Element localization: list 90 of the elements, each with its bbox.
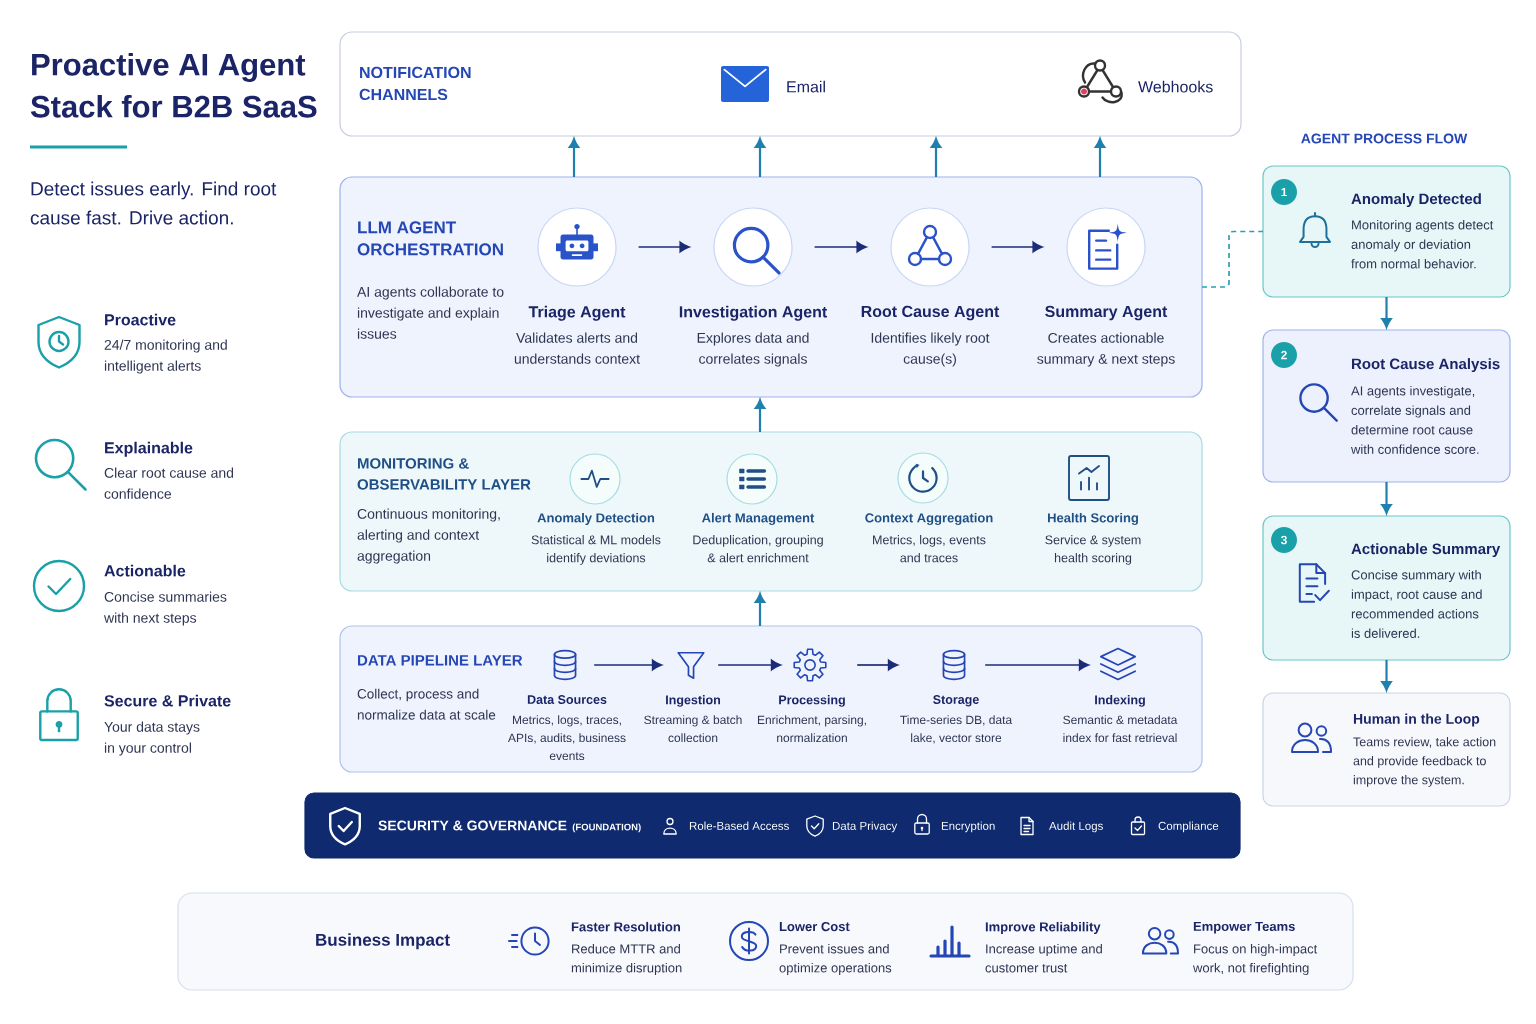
arrow (856, 659, 899, 671)
agent-description: Explores data and correlates signals (697, 332, 809, 367)
agent-name: Triage Agent (528, 305, 626, 321)
stage-name: Data Sources (527, 695, 607, 704)
agent-name: Investigation Agent (679, 305, 828, 321)
feature-description: Your data stays in your control (104, 721, 200, 756)
component-description: Statistical & ML models identify deviations (531, 535, 661, 565)
panel-heading: DATA PIPELINE LAYER (358, 655, 523, 666)
feature-description: Concise summaries with next steps (104, 591, 227, 626)
security-feature: Compliance (1158, 821, 1219, 833)
feature-description: Clear root cause and confidence (104, 467, 234, 499)
agent-name: Summary Agent (1045, 305, 1168, 321)
stage-description: Semantic & metadata index for fast retrieval (1063, 715, 1178, 743)
step-heading: Actionable Summary (1351, 543, 1501, 558)
arrow (754, 138, 766, 177)
stage-name: Processing (779, 695, 845, 707)
agent-description: Validates alerts and understands context (514, 332, 640, 364)
security-feature: Encryption (941, 821, 995, 833)
panel-description: Collect, process and normalize data at scale (357, 688, 496, 720)
arrow (568, 138, 580, 177)
arrow (717, 659, 782, 671)
benefit-description: Increase uptime and customer trust (985, 943, 1102, 973)
feature-heading: Explainable (105, 441, 193, 457)
stage-name: Indexing (1095, 695, 1145, 707)
arrow (990, 241, 1043, 253)
component-name: Health Scoring (1048, 512, 1138, 526)
dashed-line (1201, 230, 1264, 288)
stage-description: Enrichment, parsing, normalization (757, 715, 866, 743)
arrow (1094, 138, 1106, 177)
arrow (984, 659, 1090, 671)
security-heading: SECURITY & GOVERNANCE (378, 820, 567, 831)
step-description: Concise summary with impact, root cause and recommended actions is delivered. (1351, 569, 1482, 638)
security-feature: Audit Logs (1049, 821, 1103, 833)
benefit-heading: Faster Resolution (571, 921, 680, 932)
arrow (1381, 482, 1392, 514)
benefit-description: Reduce MTTR and minimize disruption (571, 943, 682, 976)
arrow (1381, 297, 1392, 328)
arrow (1381, 660, 1392, 691)
feature-heading: Secure & Private (104, 694, 231, 707)
step-heading: Anomaly Detected (1351, 193, 1481, 208)
impact-heading: Business Impact (316, 933, 450, 950)
benefit-description: Prevent issues and optimize operations (779, 943, 892, 976)
stage-description: Time-series DB, data lake, vector store (900, 715, 1013, 744)
arrow (754, 399, 766, 432)
arrow (754, 593, 766, 626)
panel-description: AI agents collaborate to investigate and explain issues (357, 286, 504, 339)
step-heading: Human in the Loop (1353, 713, 1480, 727)
page-title: Proactive AI Agent Stack for B2B SaaS (30, 52, 317, 118)
component-name: Alert Management (702, 512, 815, 526)
feature-description: 24/7 monitoring and intelligent alerts (104, 339, 227, 374)
panel-description: Continuous monitoring, alerting and context aggregation (357, 508, 500, 564)
step-heading: Root Cause Analysis (1352, 358, 1500, 373)
number-badge: 2 (1271, 342, 1297, 368)
benefit-heading: Improve Reliability (985, 921, 1101, 935)
stage-name: Storage (933, 695, 979, 707)
benefit-description: Focus on high-impact work, not firefighting (1193, 943, 1318, 976)
stage-description: Metrics, logs, traces, APIs, audits, business events (508, 715, 626, 761)
security-feature: Data Privacy (832, 821, 898, 833)
security-feature: Role-Based Access (689, 821, 789, 830)
feature-heading: Actionable (104, 564, 186, 577)
component-name: Anomaly Detection (537, 512, 655, 526)
channel-name: Webhooks (1138, 80, 1213, 93)
panel-heading: LLM AGENT ORCHESTRATION (357, 221, 503, 256)
step-description: Monitoring agents detect anomaly or deviation from normal behavior. (1351, 219, 1494, 269)
channel-name: Email (787, 80, 825, 93)
panel-heading: MONITORING & OBSERVABILITY LAYER (357, 458, 531, 490)
flow-heading: AGENT PROCESS FLOW (1301, 133, 1468, 144)
agent-description: Creates actionable summary & next steps (1037, 332, 1175, 367)
heading-note: (FOUNDATION) (572, 823, 641, 833)
stage-name: Ingestion (666, 695, 720, 707)
panel-heading: NOTIFICATION CHANNELS (359, 66, 471, 101)
arrow (593, 659, 663, 671)
component-name: Context Aggregation (865, 512, 993, 526)
stage-description: Streaming & batch collection (644, 715, 742, 743)
number-badge: 1 (1271, 179, 1297, 205)
subtitle: Detect issues early. Find root cause fast. Drive action. (30, 181, 277, 225)
agent-name: Root Cause Agent (861, 305, 1000, 321)
benefit-heading: Lower Cost (779, 921, 850, 932)
step-description: Teams review, take action and provide feedback to improve the system. (1353, 737, 1496, 787)
step-description: AI agents investigate, correlate signals and determine root cause with confidence score. (1351, 385, 1479, 454)
number-badge: 3 (1271, 527, 1297, 553)
agent-description: Identifies likely root cause(s) (871, 332, 990, 367)
arrow (813, 241, 867, 253)
arrow (930, 138, 942, 177)
benefit-heading: Empower Teams (1193, 921, 1295, 934)
feature-heading: Proactive (105, 313, 176, 326)
arrow (637, 241, 690, 253)
component-description: Deduplication, grouping & alert enrichment (693, 535, 823, 563)
component-description: Service & system health scoring (1045, 535, 1141, 565)
component-description: Metrics, logs, events and traces (873, 535, 986, 563)
